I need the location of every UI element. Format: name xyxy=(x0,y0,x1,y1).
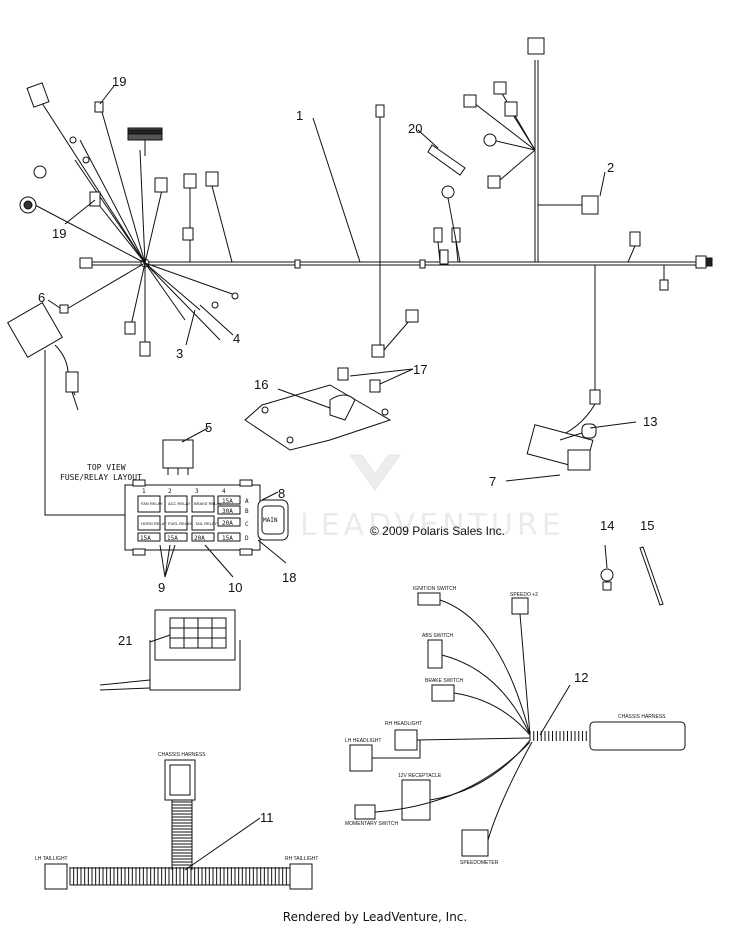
label-abs: ABS SWITCH xyxy=(422,633,454,639)
fuse-relay-box xyxy=(44,350,289,556)
label-chassis-top: CHASSIS HARNESS xyxy=(158,752,206,758)
label-rh-taillight: RH TAILLIGHT xyxy=(285,856,318,862)
small-parts xyxy=(600,544,664,606)
fuse-bottom-1: 15A xyxy=(140,535,151,542)
col-1: 1 xyxy=(142,488,146,495)
callout-2: 2 xyxy=(607,160,614,175)
label-ignition: IGNITION SWITCH xyxy=(413,586,457,592)
callout-14: 14 xyxy=(600,518,614,533)
chassis-harness xyxy=(349,592,686,857)
callout-19-lower: 19 xyxy=(52,226,66,241)
relay-mid-2: FUEL RELAY xyxy=(168,521,192,526)
fuse-mid: 20A xyxy=(222,520,233,527)
callout-1: 1 xyxy=(296,108,303,123)
main-label: MAIN xyxy=(263,517,278,524)
fuse-bottom-2: 15A xyxy=(167,535,178,542)
row-a: A xyxy=(245,498,249,505)
relay xyxy=(162,439,194,475)
label-speedometer: SPEEDOMETER xyxy=(460,860,499,866)
callout-3: 3 xyxy=(176,346,183,361)
fuse-right-1: 15A xyxy=(222,498,233,505)
watermark-logo xyxy=(349,454,401,491)
relay-mid-3: TAIL RELAY xyxy=(195,521,217,526)
callout-7: 7 xyxy=(489,474,496,489)
label-brake: BRAKE SWITCH xyxy=(425,678,463,684)
harness-labels: IGNITION SWITCH SPEEDO +2 ABS SWITCH BRA… xyxy=(35,586,666,866)
relay-top-2: ACC RELAY xyxy=(168,501,191,506)
callout-4: 4 xyxy=(233,331,240,346)
row-d: D xyxy=(245,535,249,542)
callout-9: 9 xyxy=(158,580,165,595)
col-4: 4 xyxy=(222,488,226,495)
main-harness xyxy=(6,37,713,471)
watermark-text: LEADVENTURE xyxy=(300,508,565,543)
fuse-layout-title-1: TOP VIEW xyxy=(87,463,126,472)
relay-mounting-plate xyxy=(244,367,392,451)
relay-mid-1: HORN RELAY xyxy=(141,521,167,526)
callout-6: 6 xyxy=(38,290,45,305)
label-momentary: MOMENTARY SWITCH xyxy=(345,821,398,827)
row-b: B xyxy=(245,508,249,515)
copyright: © 2009 Polaris Sales Inc. xyxy=(370,524,505,538)
callout-19-top: 19 xyxy=(112,74,126,89)
footer: Rendered by LeadVenture, Inc. xyxy=(282,910,468,924)
callout-17: 17 xyxy=(413,362,427,377)
fuse-right-2: 30A xyxy=(222,508,233,515)
callout-18: 18 xyxy=(282,570,296,585)
fuse-layout-title-2: FUSE/RELAY LAYOUT xyxy=(60,473,142,482)
callout-11: 11 xyxy=(260,810,274,825)
col-2: 2 xyxy=(168,488,172,495)
relay-top-1: FAN RELAY xyxy=(141,501,163,506)
label-headlight-lh: LH HEADLIGHT xyxy=(345,738,381,744)
callout-5: 5 xyxy=(205,420,212,435)
callout-8: 8 xyxy=(278,486,285,501)
relay-top-3: BRAKE RELAY xyxy=(194,501,222,506)
fuse-bottom-4: 15A xyxy=(222,535,233,542)
callout-15: 15 xyxy=(640,518,654,533)
callout-12: 12 xyxy=(574,670,588,685)
label-lh-taillight: LH TAILLIGHT xyxy=(35,856,68,862)
callout-16: 16 xyxy=(254,377,268,392)
callout-labels: 1 2 3 4 5 6 7 8 9 10 11 12 13 14 15 16 1… xyxy=(38,74,657,825)
fuse-bottom-3: 20A xyxy=(194,535,205,542)
label-speedo: SPEEDO +2 xyxy=(510,592,538,598)
fuse-box-cover xyxy=(99,609,241,691)
fuse-layout-labels: TOP VIEW FUSE/RELAY LAYOUT 1 2 3 4 A B C… xyxy=(60,463,278,542)
leader-lines xyxy=(47,85,637,871)
label-chassis-right: CHASSIS HARNESS xyxy=(618,714,666,720)
label-headlight-rh: RH HEADLIGHT xyxy=(385,721,422,727)
callout-10: 10 xyxy=(228,580,242,595)
row-c: C xyxy=(245,521,249,528)
callout-20: 20 xyxy=(408,121,422,136)
col-3: 3 xyxy=(195,488,199,495)
callout-13: 13 xyxy=(643,414,657,429)
taillight-harness xyxy=(44,759,313,890)
callout-21: 21 xyxy=(118,633,132,648)
label-receptacle: 12V RECEPTACLE xyxy=(398,773,442,779)
